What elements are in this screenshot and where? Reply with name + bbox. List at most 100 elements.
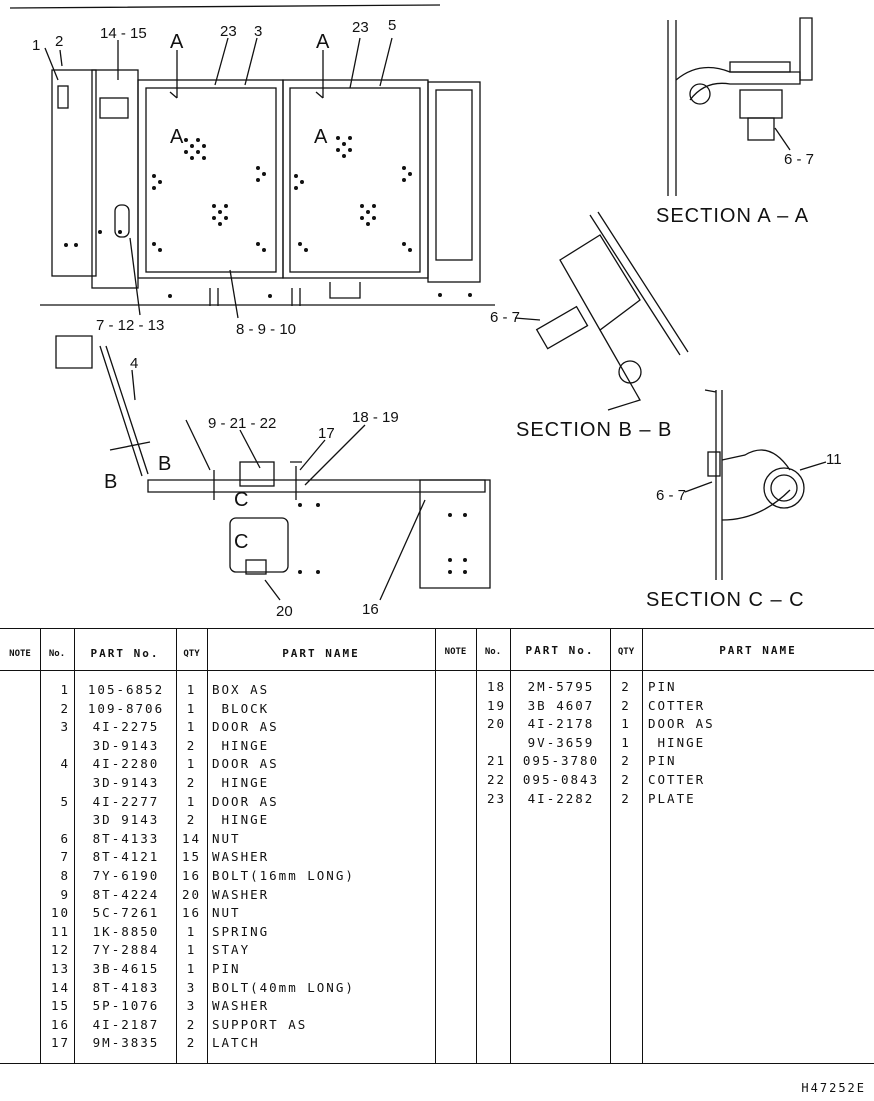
table-cell-no: 14 [50, 979, 70, 995]
callout-11: 11 [826, 451, 842, 468]
table-cell-name: DOOR AS [212, 793, 279, 809]
table-cell-name: PIN [648, 753, 677, 769]
table-cell-name: COTTER [648, 697, 706, 713]
table-cell-qty: 1 [621, 716, 631, 732]
section-marker-b-right: B [158, 453, 172, 475]
header-part-no-right: PART No. [525, 644, 595, 657]
table-cell-no: 10 [50, 905, 70, 921]
table-cell-qty: 2 [186, 812, 197, 828]
callout-2: 2 [55, 33, 63, 50]
table-cell-name: LATCH [212, 1035, 260, 1051]
callout-7-12-13: 7 - 12 - 13 [96, 317, 164, 334]
table-cell-qty: 2 [186, 774, 197, 790]
table-cell-qty: 15 [181, 849, 202, 865]
header-part-name-right: PART NAME [719, 644, 797, 657]
header-qty-left: QTY [183, 649, 200, 659]
callout-1: 1 [32, 37, 40, 54]
table-cell-part: 4I-2187 [92, 1016, 160, 1032]
callout-18-19: 18 - 19 [352, 409, 399, 426]
table-cell-no: 17 [50, 1035, 70, 1051]
table-cell-part: 1K-8850 [92, 923, 160, 939]
table-cell-no: 8 [60, 867, 70, 883]
section-marker-a-top-left: A [170, 31, 184, 53]
section-marker-c-upper: C [234, 489, 249, 511]
table-cell-no: 6 [60, 830, 70, 846]
table-cell-no: 11 [50, 923, 70, 939]
callout-5: 5 [388, 17, 396, 34]
table-cell-no: 2 [60, 700, 70, 716]
table-cell-part: 095-3780 [522, 753, 600, 769]
table-cell-qty: 2 [186, 1035, 197, 1051]
table-cell-part: 3D-9143 [92, 774, 160, 790]
table-cell-no: 16 [50, 1016, 70, 1032]
table-cell-qty: 1 [186, 960, 197, 976]
callout-6-7-section-c: 6 - 7 [656, 487, 686, 504]
section-marker-a-lower-left: A [170, 126, 184, 148]
section-a-a-title: SECTION A – A [656, 205, 809, 227]
table-cell-name: BOX AS [212, 682, 270, 697]
table-cell-part: 8T-4224 [92, 886, 160, 902]
table-cell-qty: 1 [186, 793, 197, 809]
callout-23-left: 23 [220, 23, 237, 40]
table-cell-part: 105-6852 [87, 682, 165, 697]
table-cell-qty: 16 [181, 905, 202, 921]
table-cell-no [40, 737, 70, 756]
callout-20: 20 [276, 603, 293, 620]
table-cell-name: NUT [212, 905, 241, 921]
table-cell-part: 9V-3659 [527, 734, 595, 750]
table-cell-name: PIN [212, 960, 241, 976]
table-cell-qty: 14 [181, 830, 202, 846]
table-cell-no: 19 [486, 697, 506, 713]
table-cell-qty: 2 [621, 697, 631, 713]
header-part-no-left: PART No. [90, 647, 160, 660]
table-cell-no: 22 [486, 771, 506, 787]
table-cell-no: 5 [60, 793, 70, 809]
table-cell-no: 13 [50, 960, 70, 976]
header-part-name-left: PART NAME [282, 647, 360, 660]
table-cell-part: 9M-3835 [92, 1035, 160, 1051]
section-c-c-title: SECTION C – C [646, 589, 805, 611]
callout-17: 17 [318, 425, 335, 442]
table-cell-name: HINGE [212, 737, 270, 753]
section-marker-b-left: B [104, 471, 118, 493]
section-marker-c-lower: C [234, 531, 249, 553]
table-cell-name: DOOR AS [648, 716, 715, 732]
table-cell-no [40, 774, 70, 793]
table-cell-part: 3D-9143 [92, 737, 160, 753]
table-cell-name: WASHER [212, 998, 270, 1014]
table-cell-qty: 20 [181, 886, 202, 902]
table-cell-no: 18 [486, 679, 506, 694]
table-cell-qty: 2 [186, 737, 197, 753]
table-cell-no: 21 [486, 753, 506, 769]
table-cell-no: 7 [60, 849, 70, 865]
table-cell-part: 8T-4121 [92, 849, 160, 865]
section-b-b-title: SECTION B – B [516, 419, 672, 441]
table-cell-part: 4I-2280 [92, 756, 160, 772]
table-cell-part: 5C-7261 [92, 905, 160, 921]
table-cell-no: 20 [486, 716, 506, 732]
table-cell-name: HINGE [212, 812, 270, 828]
table-cell-part: 3D 9143 [92, 812, 160, 828]
table-cell-no: 23 [486, 790, 506, 806]
table-cell-qty: 3 [186, 998, 197, 1014]
table-cell-name: STAY [212, 942, 251, 958]
table-cell-name: PIN [648, 679, 677, 694]
header-note-right: NOTE [444, 647, 467, 657]
drawing-code: H47252E [801, 1081, 866, 1095]
table-cell-name: SPRING [212, 923, 270, 939]
table-cell-no [476, 734, 506, 753]
table-cell-part: 4I-2275 [92, 719, 160, 735]
section-marker-a-top-right: A [316, 31, 330, 53]
table-cell-name: SUPPORT AS [212, 1016, 308, 1032]
table-cell-name: NUT [212, 830, 241, 846]
header-no-right: No. [484, 647, 502, 657]
callout-3: 3 [254, 23, 262, 40]
table-cell-part: 7Y-6190 [92, 867, 160, 883]
table-cell-qty: 3 [186, 979, 197, 995]
table-cell-qty: 2 [621, 753, 631, 769]
